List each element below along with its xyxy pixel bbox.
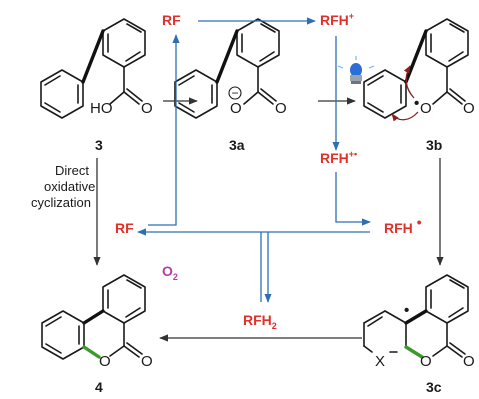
- compound-3c-radical-dot: •: [404, 302, 409, 319]
- rfh2-label: RFH2: [243, 312, 277, 331]
- electron-arrow-upper: [403, 65, 415, 99]
- rf-top-label: RF: [162, 12, 181, 28]
- side-note-line2: oxidative: [44, 179, 95, 194]
- compound-4-o-label: O: [141, 353, 153, 370]
- compound-4-structure: [41, 274, 146, 360]
- compound-3c-o-ring-label: O: [420, 353, 432, 370]
- compound-3b-radical-dot: •: [414, 95, 419, 112]
- electron-arrow-lower: [391, 111, 419, 122]
- rfh-radical-label: RFH•: [384, 214, 422, 236]
- rfh-plusplus-label: RFH+•: [320, 149, 357, 166]
- compound-3-ho-label: HO: [90, 100, 113, 117]
- compound-3-o-label: O: [141, 100, 153, 117]
- compound-4-o-ring-label: O: [99, 353, 111, 370]
- oxygen-label: O2: [162, 263, 178, 282]
- compound-3a-minus-sign: −: [231, 86, 238, 100]
- compound-3b-o-radical-label: O: [420, 100, 432, 117]
- compound-3a-label: 3a: [229, 137, 245, 153]
- compound-3-structure: [40, 18, 146, 119]
- arrow-rf-regeneration: [148, 34, 180, 226]
- rfh-plus-label: RFH+: [320, 11, 354, 28]
- compound-3b-label: 3b: [426, 137, 442, 153]
- side-note-line1: Direct: [55, 163, 89, 178]
- blue-led-lamp-icon: [337, 56, 375, 84]
- side-note-line3: cyclization: [31, 195, 91, 210]
- compound-3b-o-label: O: [463, 100, 475, 117]
- compound-3a-o-minus-label: O: [230, 100, 242, 117]
- compound-3c-label: 3c: [426, 379, 442, 395]
- rf-left-label: RF: [115, 220, 134, 236]
- compound-3c-x-label: X: [375, 353, 385, 370]
- arrow-rfh-plusplus-to-rfh-radical: [335, 172, 371, 226]
- compound-3-label: 3: [95, 137, 103, 153]
- compound-3c-structure: [363, 274, 469, 359]
- compound-3c-o-label: O: [463, 353, 475, 370]
- compound-3b-structure: [363, 18, 469, 119]
- compound-3a-structure: [174, 18, 280, 119]
- compound-3a-o-label: O: [275, 100, 287, 117]
- compound-4-label: 4: [95, 379, 103, 395]
